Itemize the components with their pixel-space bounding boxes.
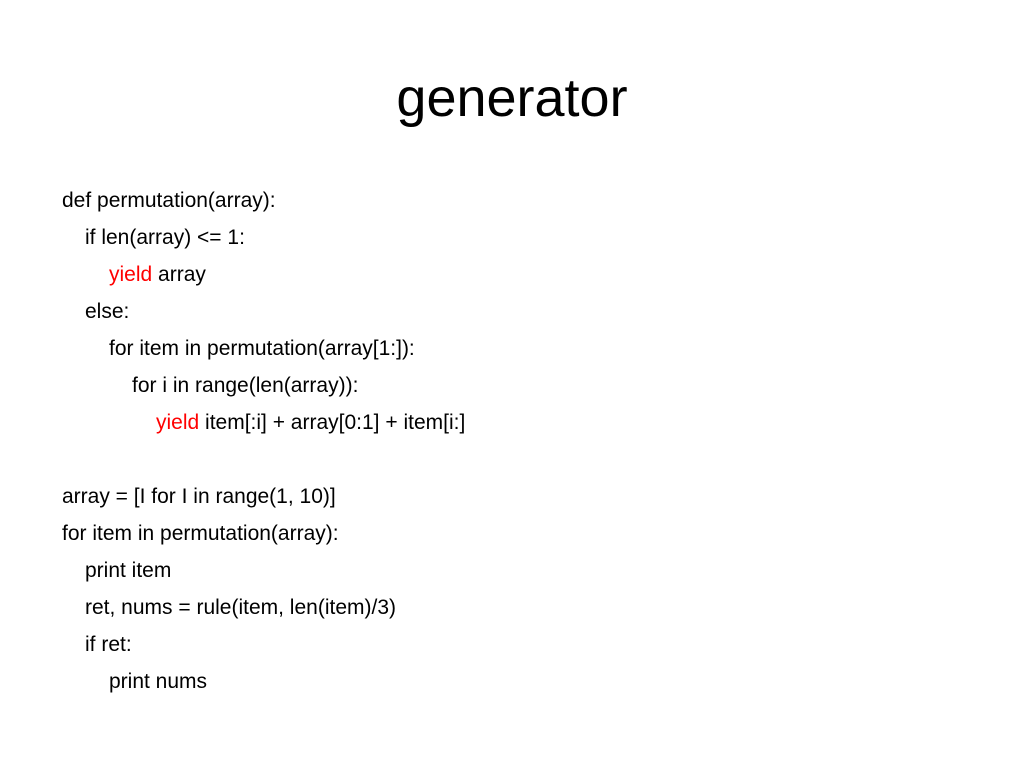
code-line: for i in range(len(array)): [62, 367, 982, 404]
code-text: if ret: [85, 633, 132, 656]
code-keyword: yield [156, 411, 200, 434]
code-line: for item in permutation(array): [62, 515, 982, 552]
code-text: ret, nums = rule(item, len(item)/3) [85, 596, 397, 619]
code-text: for item in permutation(array): [62, 522, 339, 545]
code-blank-line [62, 441, 982, 478]
code-text: print item [85, 559, 172, 582]
slide-title: generator [396, 68, 628, 128]
code-text: def permutation(array): [62, 189, 276, 212]
code-text: if len(array) <= 1: [85, 226, 245, 249]
code-text: for i in range(len(array)): [132, 374, 359, 397]
code-text: print nums [109, 670, 208, 693]
code-line: ret, nums = rule(item, len(item)/3) [62, 589, 982, 626]
code-text: array [152, 263, 206, 286]
code-line: array = [I for I in range(1, 10)] [62, 478, 982, 515]
code-line: if len(array) <= 1: [62, 219, 982, 256]
code-line: yield item[:i] + array[0:1] + item[i:] [62, 404, 982, 441]
code-text: array = [I for I in range(1, 10)] [62, 485, 336, 508]
code-line: for item in permutation(array[1:]): [62, 330, 982, 367]
code-line: print item [62, 552, 982, 589]
code-line: else: [62, 293, 982, 330]
code-line: yield array [62, 256, 982, 293]
code-block: def permutation(array): if len(array) <=… [62, 182, 982, 700]
code-text: for item in permutation(array[1:]): [109, 337, 415, 360]
code-keyword: yield [109, 263, 153, 286]
code-text: item[:i] + array[0:1] + item[i:] [199, 411, 466, 434]
code-line: print nums [62, 663, 982, 700]
code-line: if ret: [62, 626, 982, 663]
code-text: else: [85, 300, 130, 323]
code-line: def permutation(array): [62, 182, 982, 219]
